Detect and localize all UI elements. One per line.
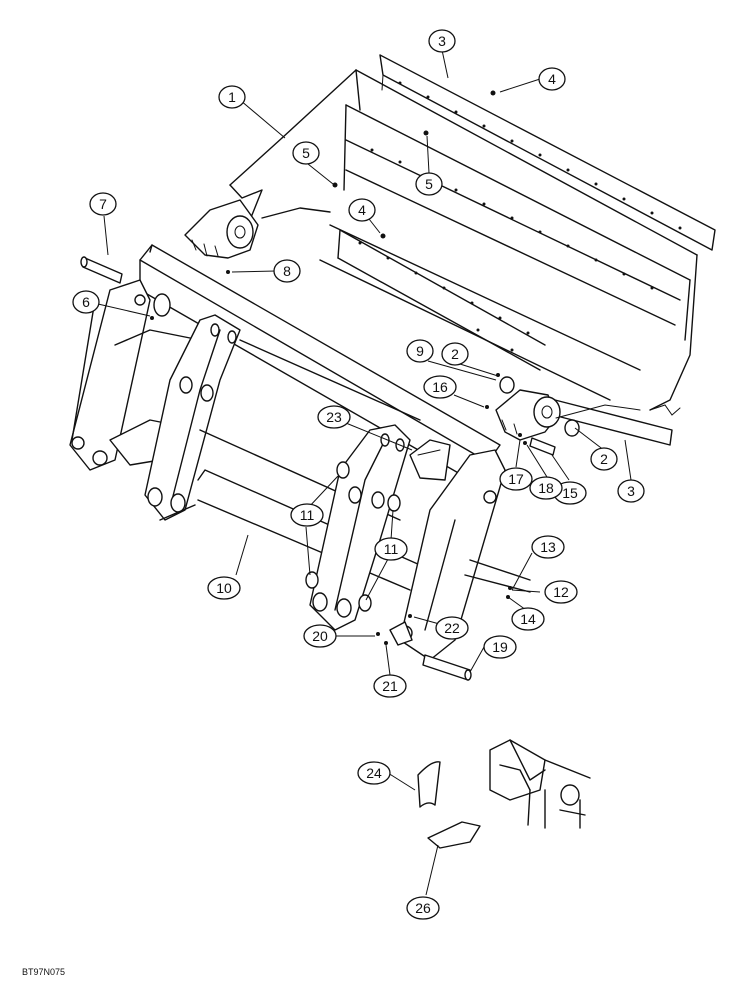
- callout-label: 18: [538, 480, 554, 496]
- callout-4-top: 4: [538, 67, 566, 91]
- callout-circle: [617, 479, 645, 503]
- callout-22: 22: [435, 616, 469, 640]
- callout-label: 19: [492, 639, 508, 655]
- callout-5-left: 5: [292, 141, 320, 165]
- callout-label: 4: [548, 71, 556, 87]
- callout-circle: [529, 476, 563, 500]
- callout-9: 9: [406, 339, 434, 363]
- callout-label: 20: [312, 628, 328, 644]
- callout-label: 8: [283, 263, 291, 279]
- callout-circle: [357, 761, 391, 785]
- callout-circle: [544, 580, 578, 604]
- callout-label: 11: [384, 541, 399, 557]
- callout-circle: [590, 447, 618, 471]
- callout-18: 18: [529, 476, 563, 500]
- callout-circle: [511, 607, 545, 631]
- callout-11-right: 11: [374, 537, 408, 561]
- callout-12: 12: [544, 580, 578, 604]
- callout-circle: [441, 342, 469, 366]
- loader-frame-drawing: [69, 244, 580, 681]
- callout-8: 8: [273, 259, 301, 283]
- callout-circle: [531, 535, 565, 559]
- callout-circle: [406, 339, 434, 363]
- callout-circle: [273, 259, 301, 283]
- callout-circle: [373, 674, 407, 698]
- callout-label: 5: [302, 145, 310, 161]
- callout-circle: [303, 624, 337, 648]
- callout-circle: [415, 172, 443, 196]
- inset-detail-drawing: [417, 739, 591, 849]
- callout-2-upper: 2: [441, 342, 469, 366]
- bucket-drawing: [184, 54, 716, 446]
- callout-circle: [72, 290, 100, 314]
- callout-circle: [499, 467, 533, 491]
- callout-label: 6: [82, 294, 90, 310]
- callout-3-top: 3: [428, 29, 456, 53]
- callout-label: 5: [425, 176, 433, 192]
- leader-lines: [97, 49, 632, 896]
- callout-circle: [292, 141, 320, 165]
- callout-label: 10: [216, 580, 232, 596]
- callout-label: 2: [600, 451, 608, 467]
- callout-label: 4: [358, 202, 366, 218]
- callout-23: 23: [317, 405, 351, 429]
- callout-label: 3: [438, 33, 446, 49]
- callout-26: 26: [406, 896, 440, 920]
- callout-label: 14: [520, 611, 536, 627]
- callout-label: 13: [540, 539, 556, 555]
- callout-label: 21: [382, 678, 398, 694]
- callout-label: 24: [366, 765, 382, 781]
- callout-17: 17: [499, 467, 533, 491]
- callout-2-lower: 2: [590, 447, 618, 471]
- callout-circle: [207, 576, 241, 600]
- callout-label: 26: [415, 900, 431, 916]
- callout-4-mid: 4: [348, 198, 376, 222]
- callout-label: 3: [627, 483, 635, 499]
- callout-10: 10: [207, 576, 241, 600]
- callout-circle: [483, 635, 517, 659]
- callout-circle: [435, 616, 469, 640]
- callout-20: 20: [303, 624, 337, 648]
- drawing-code: BT97N075: [22, 967, 65, 977]
- callout-7: 7: [89, 192, 117, 216]
- callout-label: 22: [444, 620, 460, 636]
- fastener-dots: [150, 90, 527, 645]
- callout-3-bottom: 3: [617, 479, 645, 503]
- callout-circle: [374, 537, 408, 561]
- callout-circle: [538, 67, 566, 91]
- callout-circle: [290, 503, 324, 527]
- callout-5-right: 5: [415, 172, 443, 196]
- callout-label: 23: [326, 409, 342, 425]
- callout-24: 24: [357, 761, 391, 785]
- callout-circle: [406, 896, 440, 920]
- callouts: 1 2 2 3 3 4 4 5 5 6 7 8 9 10 11 11 12 13…: [72, 29, 645, 920]
- callout-label: 16: [432, 379, 448, 395]
- callout-circle: [428, 29, 456, 53]
- callout-circle: [423, 375, 457, 399]
- callout-circle: [348, 198, 376, 222]
- callout-13: 13: [531, 535, 565, 559]
- callout-21: 21: [373, 674, 407, 698]
- callout-label: 2: [451, 346, 459, 362]
- callout-label: 12: [553, 584, 569, 600]
- callout-label: 15: [562, 485, 578, 501]
- callout-14: 14: [511, 607, 545, 631]
- callout-label: 17: [508, 471, 524, 487]
- callout-label: 9: [416, 343, 424, 359]
- callout-label: 1: [228, 89, 236, 105]
- callout-circle: [218, 85, 246, 109]
- callout-label: 11: [300, 507, 315, 523]
- callout-6: 6: [72, 290, 100, 314]
- callout-circle: [317, 405, 351, 429]
- callout-1: 1: [218, 85, 246, 109]
- callout-16: 16: [423, 375, 457, 399]
- callout-circle: [89, 192, 117, 216]
- callout-11-left: 11: [290, 503, 324, 527]
- callout-label: 7: [99, 196, 107, 212]
- callout-19: 19: [483, 635, 517, 659]
